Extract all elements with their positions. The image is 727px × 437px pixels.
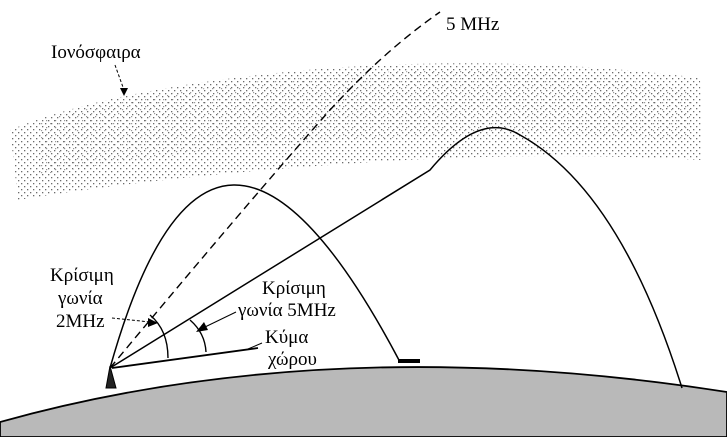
arrowhead-5mhz [196, 322, 208, 332]
skywave-5mhz [109, 126, 683, 389]
leader-5mhz [204, 311, 237, 328]
space-wave-label-line1: Κύμα [265, 327, 308, 348]
critical-angle-2mhz-line1: Κρίσιμη [50, 265, 114, 286]
leader-2mhz [111, 317, 151, 323]
critical-angle-5mhz-line2: γωνία 5MHz [237, 300, 336, 321]
leader-space-wave [247, 342, 263, 350]
ionosphere-leader [114, 64, 125, 91]
critical-angle-arc-2mhz [149, 314, 169, 359]
space-wave-line [111, 347, 259, 369]
landing-mark [398, 359, 420, 363]
skywave-2mhz [109, 184, 401, 369]
critical-angle-2mhz-line2: γωνία [57, 288, 103, 309]
ionosphere-label: Ιονόσφαιρα [51, 42, 141, 63]
escaping-ray-5mhz [109, 11, 441, 369]
arrowhead-2mhz [148, 318, 158, 327]
frequency-5mhz-label: 5 MHz [446, 14, 499, 35]
critical-angle-5mhz-line1: Κρίσιμη [262, 278, 326, 299]
antenna-icon [105, 365, 117, 389]
critical-angle-2mhz-line3: 2MHz [56, 311, 105, 332]
space-wave-label-line2: χώρου [267, 349, 317, 370]
earth-surface [0, 366, 727, 437]
ionosphere-band-texture [40, 70, 690, 175]
critical-angle-arc-5mhz [189, 319, 207, 353]
arrowhead [120, 88, 128, 96]
